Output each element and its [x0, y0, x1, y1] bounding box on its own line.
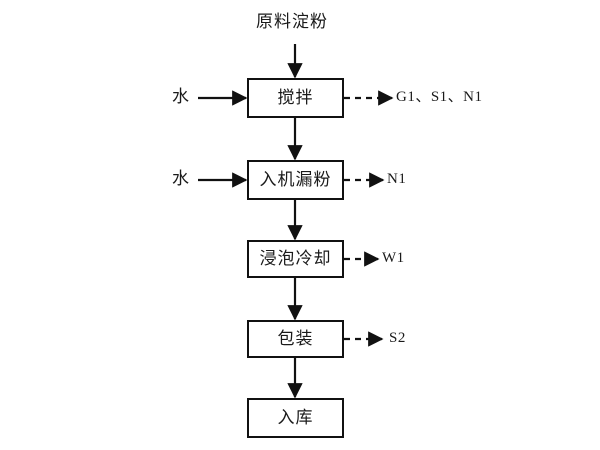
output-label-stir: G1、S1、N1 [396, 89, 483, 105]
node-stir-label: 搅拌 [277, 87, 314, 108]
node-warehousing-label: 入库 [277, 407, 314, 428]
node-soak-cool[interactable]: 浸泡冷却 [247, 240, 344, 278]
node-stir[interactable]: 搅拌 [247, 78, 344, 118]
node-powder-feed[interactable]: 入机漏粉 [247, 160, 344, 200]
node-warehousing[interactable]: 入库 [247, 398, 344, 438]
node-soak-cool-label: 浸泡冷却 [259, 248, 332, 269]
node-powder-feed-label: 入机漏粉 [259, 169, 332, 190]
input-label-water-1: 水 [172, 87, 190, 107]
output-label-soak-cool: W1 [382, 250, 405, 266]
node-packaging[interactable]: 包装 [247, 320, 344, 358]
input-label-raw-starch: 原料淀粉 [256, 12, 328, 32]
output-label-packaging: S2 [389, 330, 406, 346]
output-label-powder-feed: N1 [387, 171, 407, 187]
node-packaging-label: 包装 [277, 328, 314, 349]
input-label-water-2: 水 [172, 169, 190, 189]
